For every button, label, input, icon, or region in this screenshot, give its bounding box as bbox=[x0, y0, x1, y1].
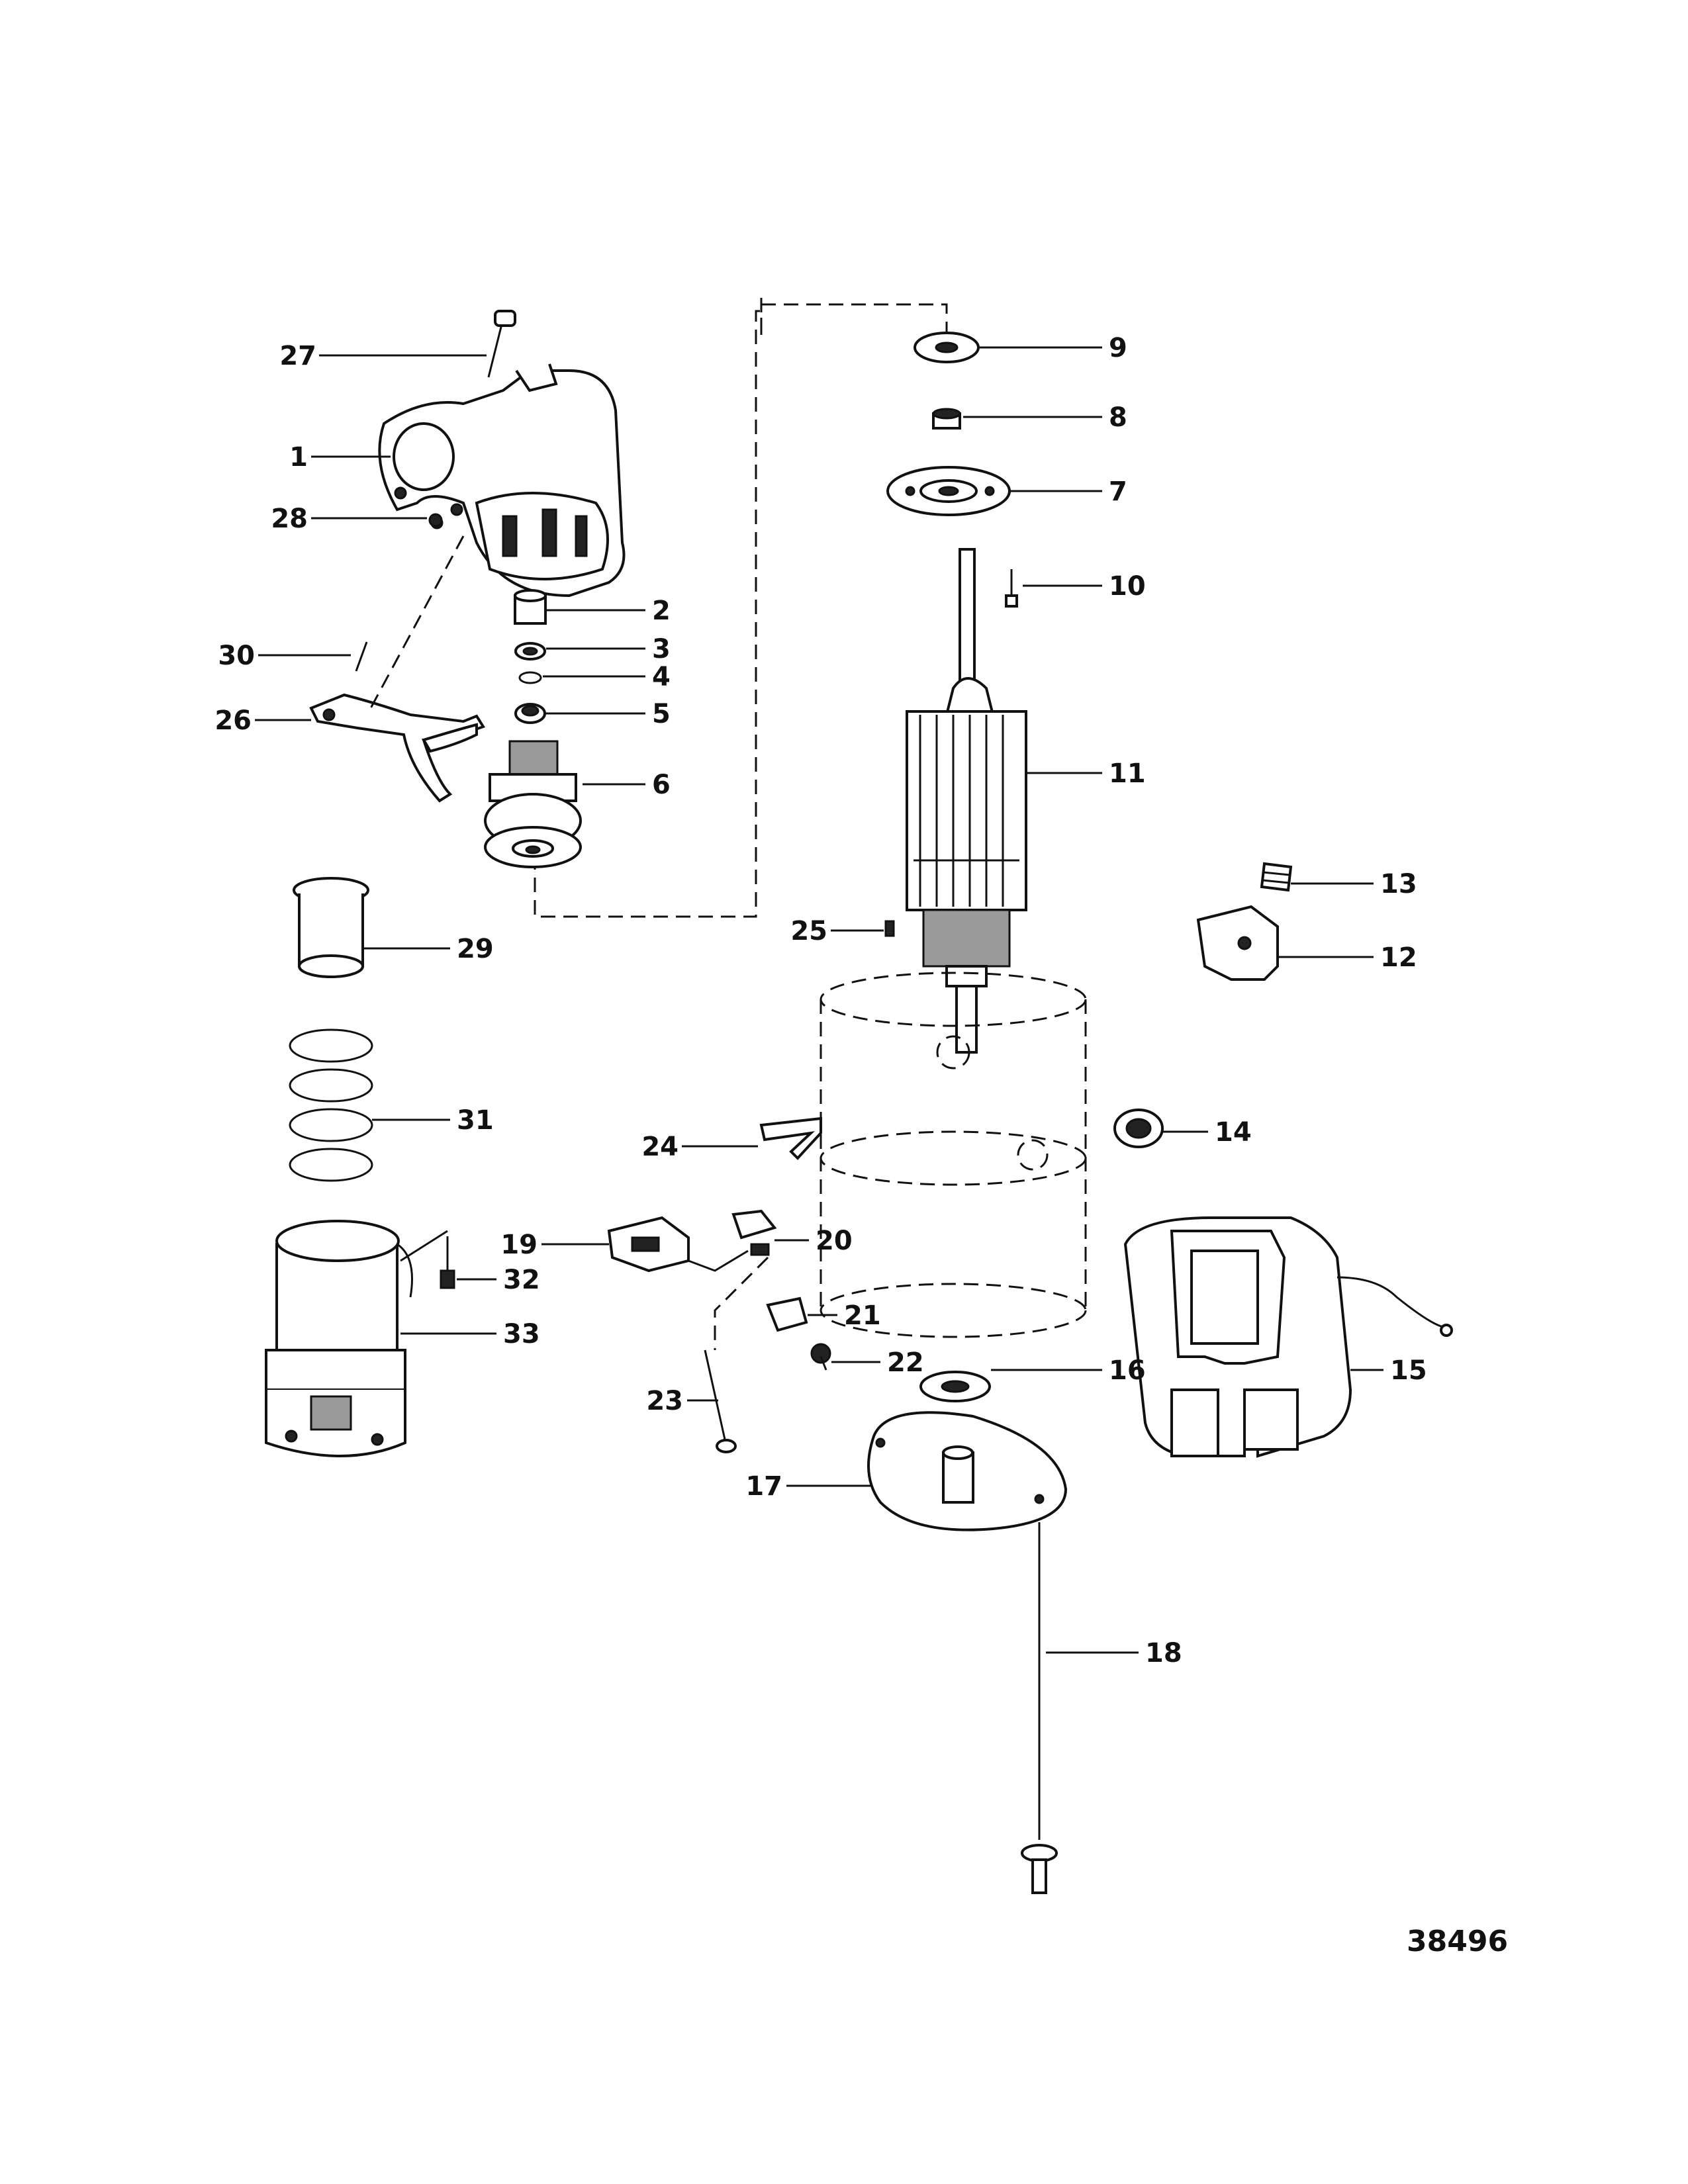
callout-30: 30 bbox=[218, 641, 255, 671]
part-33-solenoid bbox=[265, 1220, 413, 1457]
part-3-ring bbox=[514, 642, 546, 660]
part-12-bracket bbox=[1196, 905, 1279, 981]
part-13-screw bbox=[1260, 862, 1293, 892]
part-11-armature bbox=[906, 548, 1027, 1054]
part-22-screw bbox=[810, 1343, 831, 1371]
part-32-screw bbox=[440, 1236, 455, 1289]
callout-33: 33 bbox=[503, 1319, 540, 1349]
part-10-screw bbox=[1005, 569, 1018, 608]
part-1-drive-housing bbox=[378, 363, 626, 598]
callout-13: 13 bbox=[1380, 869, 1417, 899]
part-2-bushing bbox=[514, 589, 547, 625]
part-6-drive-assembly bbox=[484, 740, 582, 868]
part-31-spring bbox=[289, 1028, 373, 1182]
callout-31: 31 bbox=[457, 1105, 494, 1136]
part-29-sleeve bbox=[293, 877, 369, 978]
callout-labels: 27 1 28 2 3 4 5 6 30 26 9 8 7 10 11 25 1… bbox=[214, 333, 1427, 1668]
callout-10: 10 bbox=[1109, 571, 1146, 602]
part-21-brush bbox=[766, 1297, 808, 1332]
callout-32: 32 bbox=[503, 1265, 540, 1295]
callout-16: 16 bbox=[1109, 1355, 1146, 1386]
part-9-washer bbox=[914, 332, 980, 363]
callout-21: 21 bbox=[844, 1300, 881, 1331]
part-23-bolt bbox=[704, 1349, 737, 1453]
dashed-assembly-line bbox=[534, 298, 763, 918]
callout-20: 20 bbox=[816, 1226, 853, 1256]
callout-17: 17 bbox=[745, 1471, 782, 1502]
callout-1: 1 bbox=[289, 442, 308, 473]
part-27-bolt bbox=[487, 310, 516, 378]
callout-14: 14 bbox=[1215, 1117, 1252, 1148]
callout-29: 29 bbox=[457, 934, 494, 964]
callout-9: 9 bbox=[1109, 333, 1127, 363]
part-8-bushing bbox=[932, 408, 961, 430]
part-16-washer bbox=[919, 1371, 991, 1402]
callout-28: 28 bbox=[271, 504, 308, 534]
part-18-through-bolt bbox=[1021, 1522, 1058, 1894]
callout-24: 24 bbox=[641, 1132, 679, 1162]
callout-3: 3 bbox=[652, 634, 671, 664]
callout-19: 19 bbox=[500, 1230, 538, 1260]
callout-6: 6 bbox=[652, 770, 671, 800]
callout-18: 18 bbox=[1145, 1638, 1182, 1668]
callout-2: 2 bbox=[652, 596, 671, 626]
callout-11: 11 bbox=[1109, 758, 1146, 789]
part-7-plate bbox=[886, 466, 1011, 516]
callout-26: 26 bbox=[214, 705, 252, 736]
callout-7: 7 bbox=[1109, 477, 1127, 507]
callout-23: 23 bbox=[646, 1386, 683, 1416]
part-5-collar bbox=[514, 703, 546, 724]
part-24-spring bbox=[759, 1116, 822, 1160]
figure-number: 38496 bbox=[1407, 1925, 1508, 1958]
part-30-pin bbox=[355, 641, 368, 672]
callout-5: 5 bbox=[652, 699, 671, 729]
leader-lines bbox=[255, 346, 1383, 1654]
part-17-end-plate bbox=[867, 1411, 1068, 1531]
callout-4: 4 bbox=[652, 662, 671, 692]
field-frame-outline bbox=[820, 972, 1087, 1338]
callout-8: 8 bbox=[1109, 402, 1127, 433]
callout-12: 12 bbox=[1380, 942, 1417, 973]
part-25-bushing bbox=[884, 920, 895, 937]
part-4-snap-ring bbox=[518, 671, 542, 684]
callout-27: 27 bbox=[279, 341, 316, 371]
part-15-field-coil bbox=[1123, 1216, 1453, 1458]
callout-25: 25 bbox=[790, 916, 827, 946]
callout-22: 22 bbox=[887, 1347, 924, 1378]
part-20-brush bbox=[731, 1209, 777, 1256]
part-19-brush-holder bbox=[607, 1216, 690, 1273]
part-26-shift-lever bbox=[309, 693, 486, 803]
callout-15: 15 bbox=[1390, 1355, 1427, 1386]
part-14-grommet bbox=[1113, 1109, 1164, 1148]
part-28-screw bbox=[428, 513, 443, 527]
